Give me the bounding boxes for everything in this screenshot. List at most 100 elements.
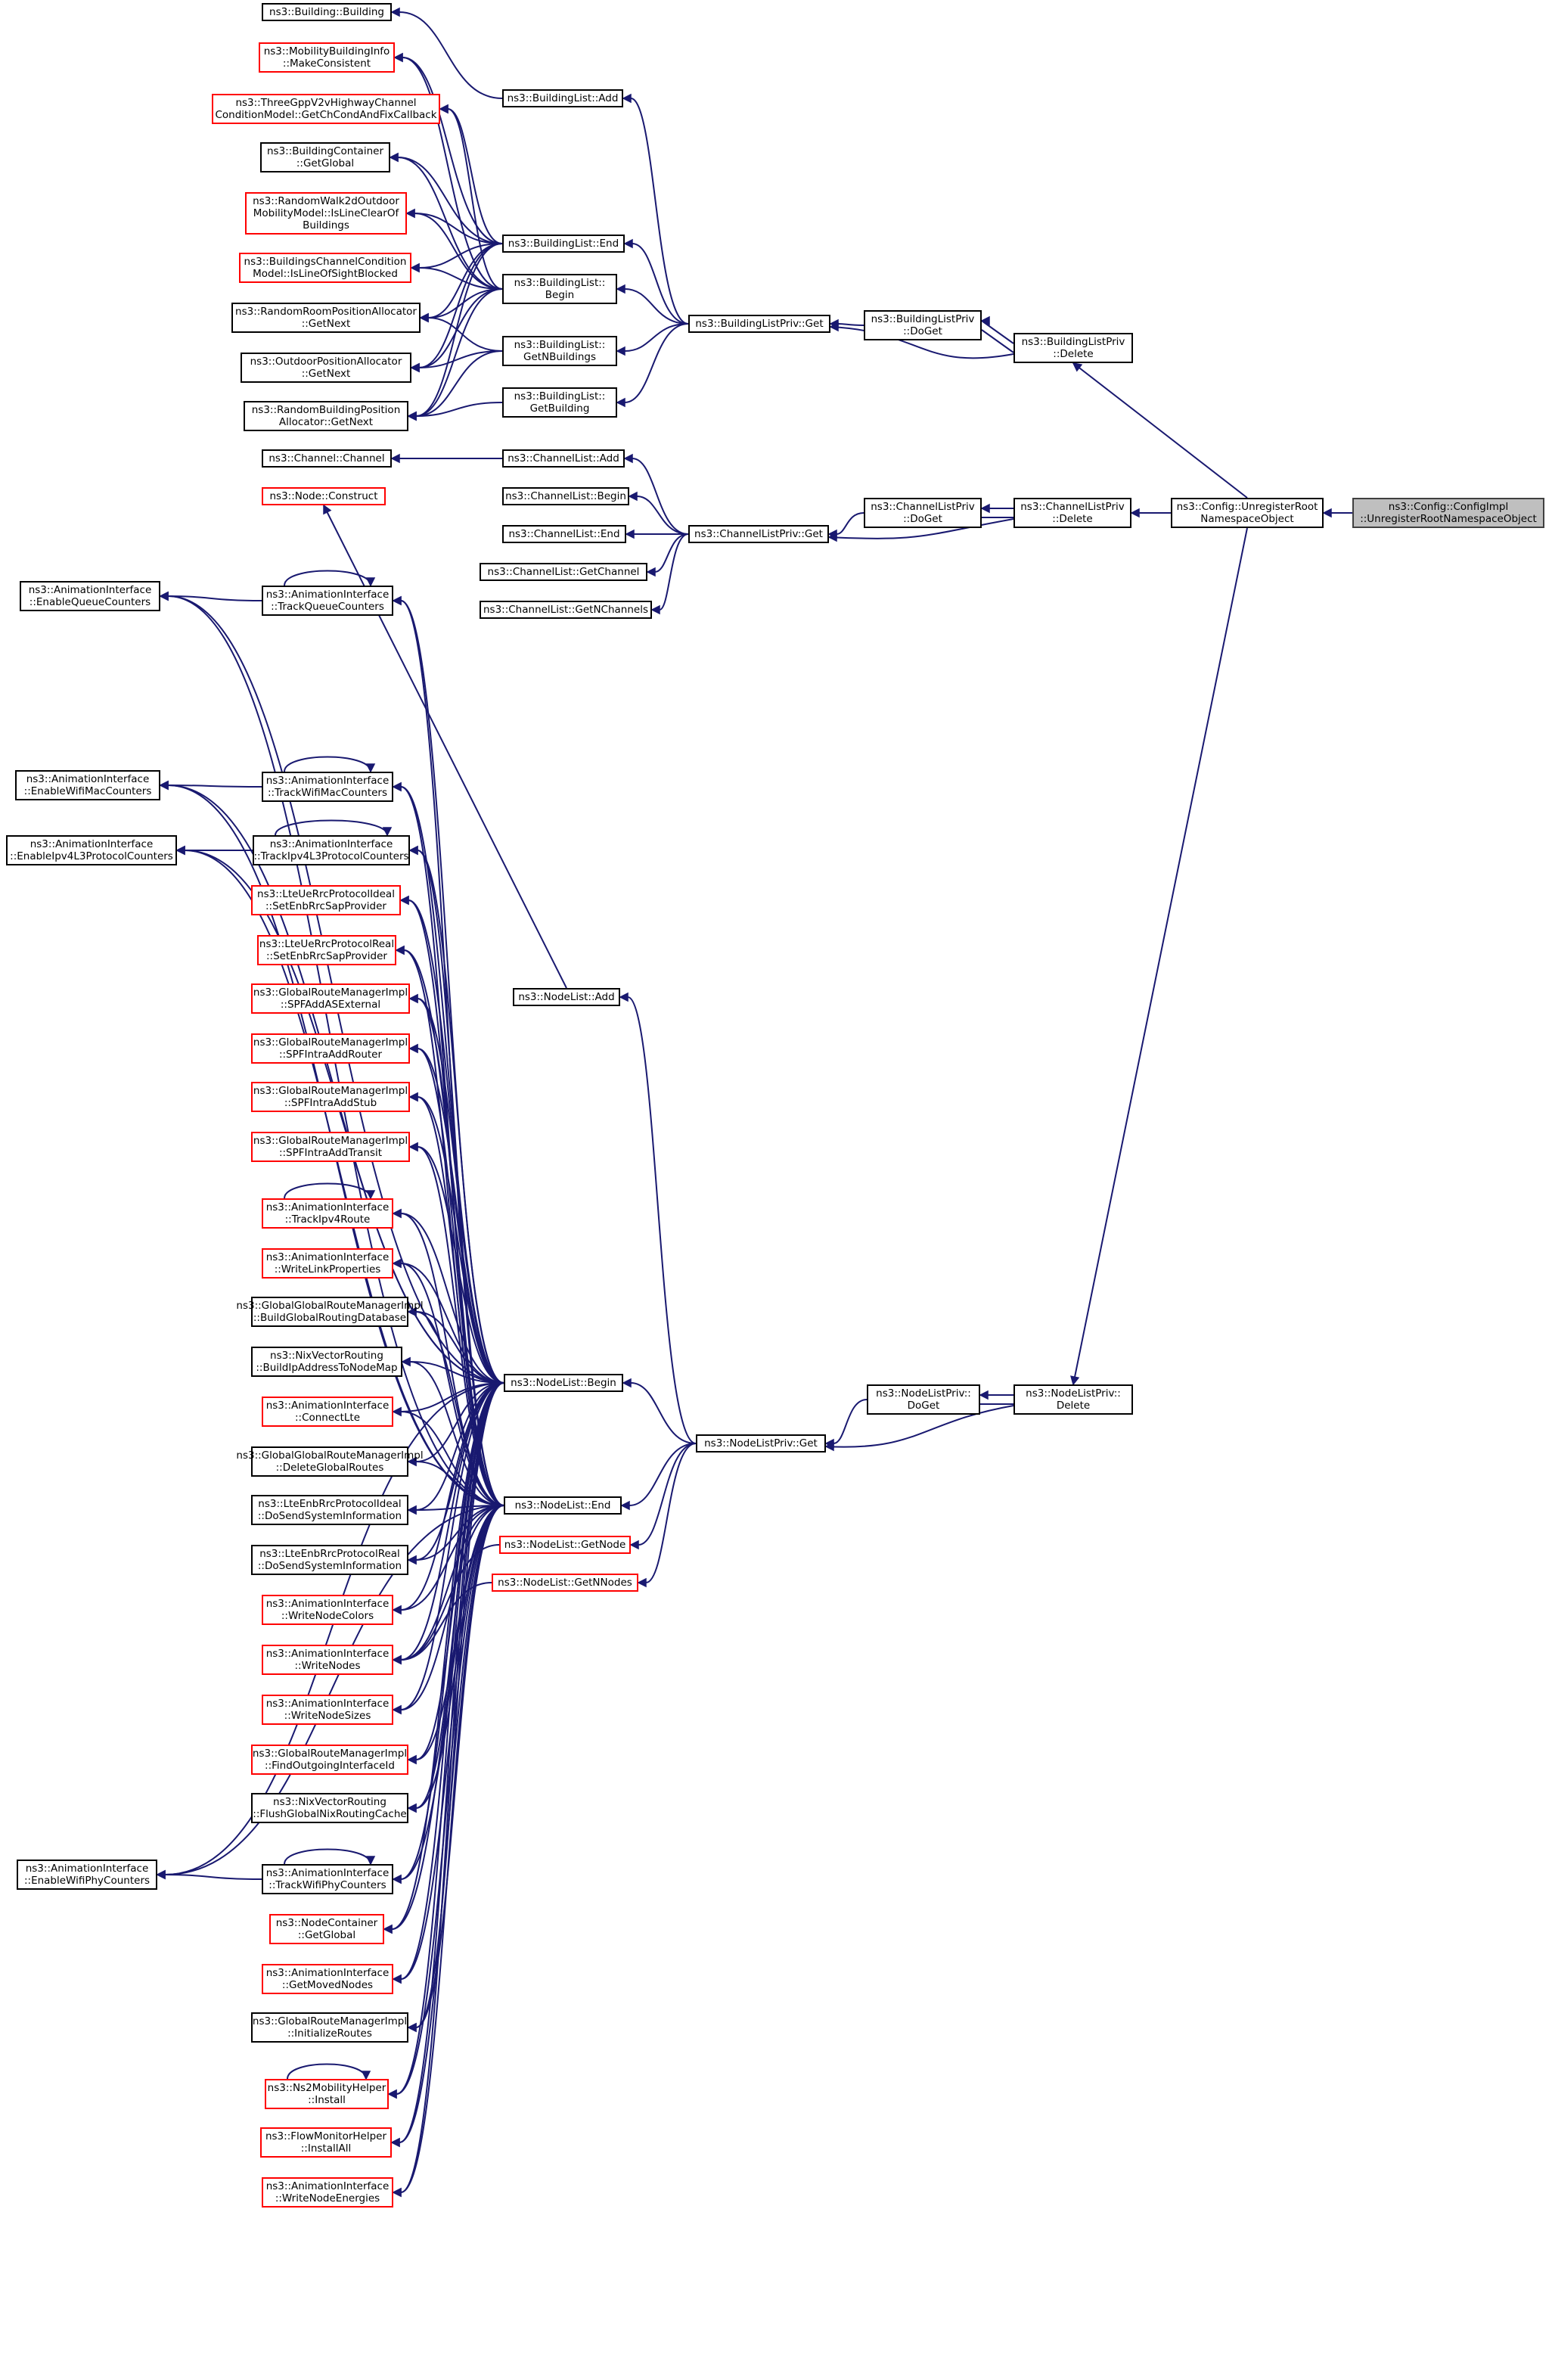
graph-node-aiewpc[interactable]: ns3::AnimationInterface::EnableWifiPhyCo… <box>17 1860 157 1890</box>
graph-node-nladd[interactable]: ns3::NodeList::Add <box>513 988 620 1006</box>
call-edge-bladd-to-blpget-arrowhead <box>622 93 632 104</box>
node-label-line: ns3::BuildingContainer <box>266 145 383 157</box>
graph-node-ltereal[interactable]: ns3::LteUeRrcProtocolReal::SetEnbRrcSapP… <box>257 935 396 965</box>
node-label-line: ns3::NodeList::GetNNodes <box>498 1577 632 1589</box>
graph-node-aiwne[interactable]: ns3::AnimationInterface::WriteNodeEnergi… <box>262 2177 393 2208</box>
graph-node-grmstub[interactable]: ns3::GlobalRouteManagerImpl::SPFIntraAdd… <box>251 1082 410 1112</box>
graph-node-aiwn[interactable]: ns3::AnimationInterface::WriteNodes <box>262 1645 393 1675</box>
graph-node-blpget[interactable]: ns3::BuildingListPriv::Get <box>688 315 830 333</box>
node-label-line: ns3::NodeList::End <box>514 1499 611 1512</box>
graph-node-opa[interactable]: ns3::OutdoorPositionAllocator::GetNext <box>241 353 411 383</box>
graph-node-aiwnc[interactable]: ns3::AnimationInterface::WriteNodeColors <box>262 1595 393 1625</box>
node-label-line: ns3::NixVectorRouting <box>270 1350 383 1362</box>
graph-node-blend[interactable]: ns3::BuildingList::End <box>502 235 625 253</box>
call-edge-blpdoget-to-blpdel <box>981 320 1014 344</box>
graph-node-aiclte[interactable]: ns3::AnimationInterface::ConnectLte <box>262 1397 393 1427</box>
graph-node-claddn[interactable]: ns3::ChannelList::Add <box>502 449 625 468</box>
call-edge-aieqc-to-aitqc-arrowhead <box>159 591 169 601</box>
graph-node-aieqc[interactable]: ns3::AnimationInterface::EnableQueueCoun… <box>20 581 160 611</box>
graph-node-enbideal[interactable]: ns3::LteEnbRrcProtocolIdeal::DoSendSyste… <box>251 1495 408 1525</box>
graph-node-enbreal[interactable]: ns3::LteEnbRrcProtocolReal::DoSendSystem… <box>251 1545 408 1575</box>
graph-node-aigmn[interactable]: ns3::AnimationInterface::GetMovedNodes <box>262 1964 393 1994</box>
graph-node-aieipv4[interactable]: ns3::AnimationInterface::EnableIpv4L3Pro… <box>6 835 177 865</box>
graph-node-grmtransit[interactable]: ns3::GlobalRouteManagerImpl::SPFIntraAdd… <box>251 1132 410 1162</box>
graph-node-nlpdel[interactable]: ns3::NodeListPriv::Delete <box>1013 1384 1133 1415</box>
graph-node-nixbuild[interactable]: ns3::NixVectorRouting::BuildIpAddressToN… <box>251 1347 402 1377</box>
call-edge-clpdel-to-unreg-arrowhead <box>1130 508 1140 518</box>
call-edge-blbegin-to-blpget <box>624 288 689 325</box>
call-edge-aitipv4-to-nlbegin <box>417 850 504 1384</box>
graph-node-fmh[interactable]: ns3::FlowMonitorHelper::InstallAll <box>260 2127 392 2158</box>
graph-node-clpget[interactable]: ns3::ChannelListPriv::Get <box>688 525 829 543</box>
graph-node-ggrmbuild[interactable]: ns3::GlobalGlobalRouteManagerImpl::Build… <box>236 1297 424 1327</box>
graph-node-nlpget[interactable]: ns3::NodeListPriv::Get <box>696 1434 826 1453</box>
graph-node-aitipv4[interactable]: ns3::AnimationInterface::TrackIpv4L3Prot… <box>253 835 410 865</box>
graph-node-ns2[interactable]: ns3::Ns2MobilityHelper::Install <box>265 2079 389 2109</box>
graph-node-grminit[interactable]: ns3::GlobalRouteManagerImpl::InitializeR… <box>251 2012 408 2043</box>
graph-node-ndc[interactable]: ns3::Node::Construct <box>262 487 386 505</box>
graph-node-root[interactable]: ns3::Config::ConfigImpl::UnregisterRootN… <box>1352 498 1544 528</box>
graph-node-mbi[interactable]: ns3::MobilityBuildingInfo::MakeConsisten… <box>259 42 395 73</box>
graph-node-nixflush[interactable]: ns3::NixVectorRouting::FlushGlobalNixRou… <box>251 1793 408 1823</box>
graph-node-grmrouter[interactable]: ns3::GlobalRouteManagerImpl::SPFIntraAdd… <box>251 1033 410 1064</box>
graph-node-clbegin[interactable]: ns3::ChannelList::Begin <box>502 487 629 505</box>
graph-node-clend[interactable]: ns3::ChannelList::End <box>502 525 626 543</box>
graph-node-clgetc[interactable]: ns3::ChannelList::GetChannel <box>480 563 647 581</box>
graph-node-aiwns[interactable]: ns3::AnimationInterface::WriteNodeSizes <box>262 1695 393 1725</box>
node-label-line: ::SPFAddASExternal <box>280 999 381 1011</box>
graph-node-lteideal[interactable]: ns3::LteUeRrcProtocolIdeal::SetEnbRrcSap… <box>251 885 401 915</box>
graph-node-clgetn[interactable]: ns3::ChannelList::GetNChannels <box>480 601 652 619</box>
graph-node-bcont[interactable]: ns3::BuildingContainer::GetGlobal <box>260 142 390 172</box>
graph-node-blgetb[interactable]: ns3::BuildingList::GetBuilding <box>502 387 617 418</box>
call-edge-nixflush-to-nlend-arrowhead <box>407 1803 417 1813</box>
call-edge-ncgg-to-nlend-arrowhead <box>383 1924 393 1934</box>
graph-node-blgetn[interactable]: ns3::BuildingList::GetNBuildings <box>502 336 617 366</box>
graph-node-nlbegin[interactable]: ns3::NodeList::Begin <box>504 1374 623 1392</box>
graph-node-blbegin[interactable]: ns3::BuildingList::Begin <box>502 274 617 304</box>
call-edge-nlgetnode-to-nlpget-arrowhead <box>629 1540 639 1550</box>
graph-node-nlend[interactable]: ns3::NodeList::End <box>504 1496 622 1515</box>
call-edge-nlgetn-to-nlpget <box>645 1443 697 1583</box>
graph-node-aiewmc[interactable]: ns3::AnimationInterface::EnableWifiMacCo… <box>15 770 160 800</box>
call-edge-nlpdel-to-unreg-arrowhead <box>1070 1375 1080 1386</box>
graph-node-grmfoi[interactable]: ns3::GlobalRouteManagerImpl::FindOutgoin… <box>251 1745 408 1775</box>
node-label-line: ::SPFIntraAddRouter <box>278 1049 383 1061</box>
graph-node-aitwmc[interactable]: ns3::AnimationInterface::TrackWifiMacCou… <box>262 772 393 802</box>
graph-node-ncgg[interactable]: ns3::NodeContainer::GetGlobal <box>269 1914 384 1944</box>
graph-node-clpdel[interactable]: ns3::ChannelListPriv::Delete <box>1013 498 1131 528</box>
node-label-line: ns3::Channel::Channel <box>268 452 385 465</box>
call-edge-bladd-to-blpget <box>630 98 689 325</box>
graph-node-nlgetnode[interactable]: ns3::NodeList::GetNode <box>499 1536 631 1554</box>
graph-node-blpdel[interactable]: ns3::BuildingListPriv::Delete <box>1013 333 1133 363</box>
graph-node-nlpdoget[interactable]: ns3::NodeListPriv::DoGet <box>867 1384 980 1415</box>
graph-node-aitwpc[interactable]: ns3::AnimationInterface::TrackWifiPhyCou… <box>262 1864 393 1894</box>
graph-node-rrpa[interactable]: ns3::RandomRoomPositionAllocator::GetNex… <box>231 303 421 333</box>
call-edge-blend-to-blpget <box>632 243 689 325</box>
node-label-line: ::GetNext <box>301 368 351 380</box>
node-label-line: ns3::GlobalGlobalRouteManagerImpl <box>236 1300 424 1312</box>
graph-node-aitqc[interactable]: ns3::AnimationInterface::TrackQueueCount… <box>262 586 393 616</box>
graph-node-grmext[interactable]: ns3::GlobalRouteManagerImpl::SPFAddASExt… <box>251 983 410 1014</box>
call-edge-blpdel-to-unreg-arrowhead <box>1072 362 1083 372</box>
call-edge-nlgetn-to-nlpget-arrowhead <box>637 1577 647 1588</box>
graph-node-blpdoget[interactable]: ns3::BuildingListPriv::DoGet <box>864 310 982 340</box>
call-edge-ns2-to-nlend <box>396 1505 504 2095</box>
graph-node-bladd[interactable]: ns3::BuildingList::Add <box>502 89 623 107</box>
node-label-line: ns3::ChannelList::GetNChannels <box>483 604 648 616</box>
node-label-line: ::WriteLinkProperties <box>274 1263 381 1275</box>
graph-node-nlgetn[interactable]: ns3::NodeList::GetNNodes <box>492 1574 638 1592</box>
graph-node-aiwlp[interactable]: ns3::AnimationInterface::WriteLinkProper… <box>262 1248 393 1279</box>
graph-node-bbld[interactable]: ns3::Building::Building <box>262 3 392 21</box>
node-label-line: ns3::ChannelListPriv::Get <box>694 528 823 540</box>
node-label-line: ::SPFIntraAddTransit <box>278 1147 383 1159</box>
graph-node-clpdoget[interactable]: ns3::ChannelListPriv::DoGet <box>864 498 982 528</box>
graph-node-ggrmdel[interactable]: ns3::GlobalGlobalRouteManagerImpl::Delet… <box>236 1446 424 1477</box>
node-label-line: ::TrackIpv4L3ProtocolCounters <box>253 850 409 862</box>
graph-node-chch[interactable]: ns3::Channel::Channel <box>262 449 392 468</box>
graph-node-aitipv4r[interactable]: ns3::AnimationInterface::TrackIpv4Route <box>262 1198 393 1229</box>
